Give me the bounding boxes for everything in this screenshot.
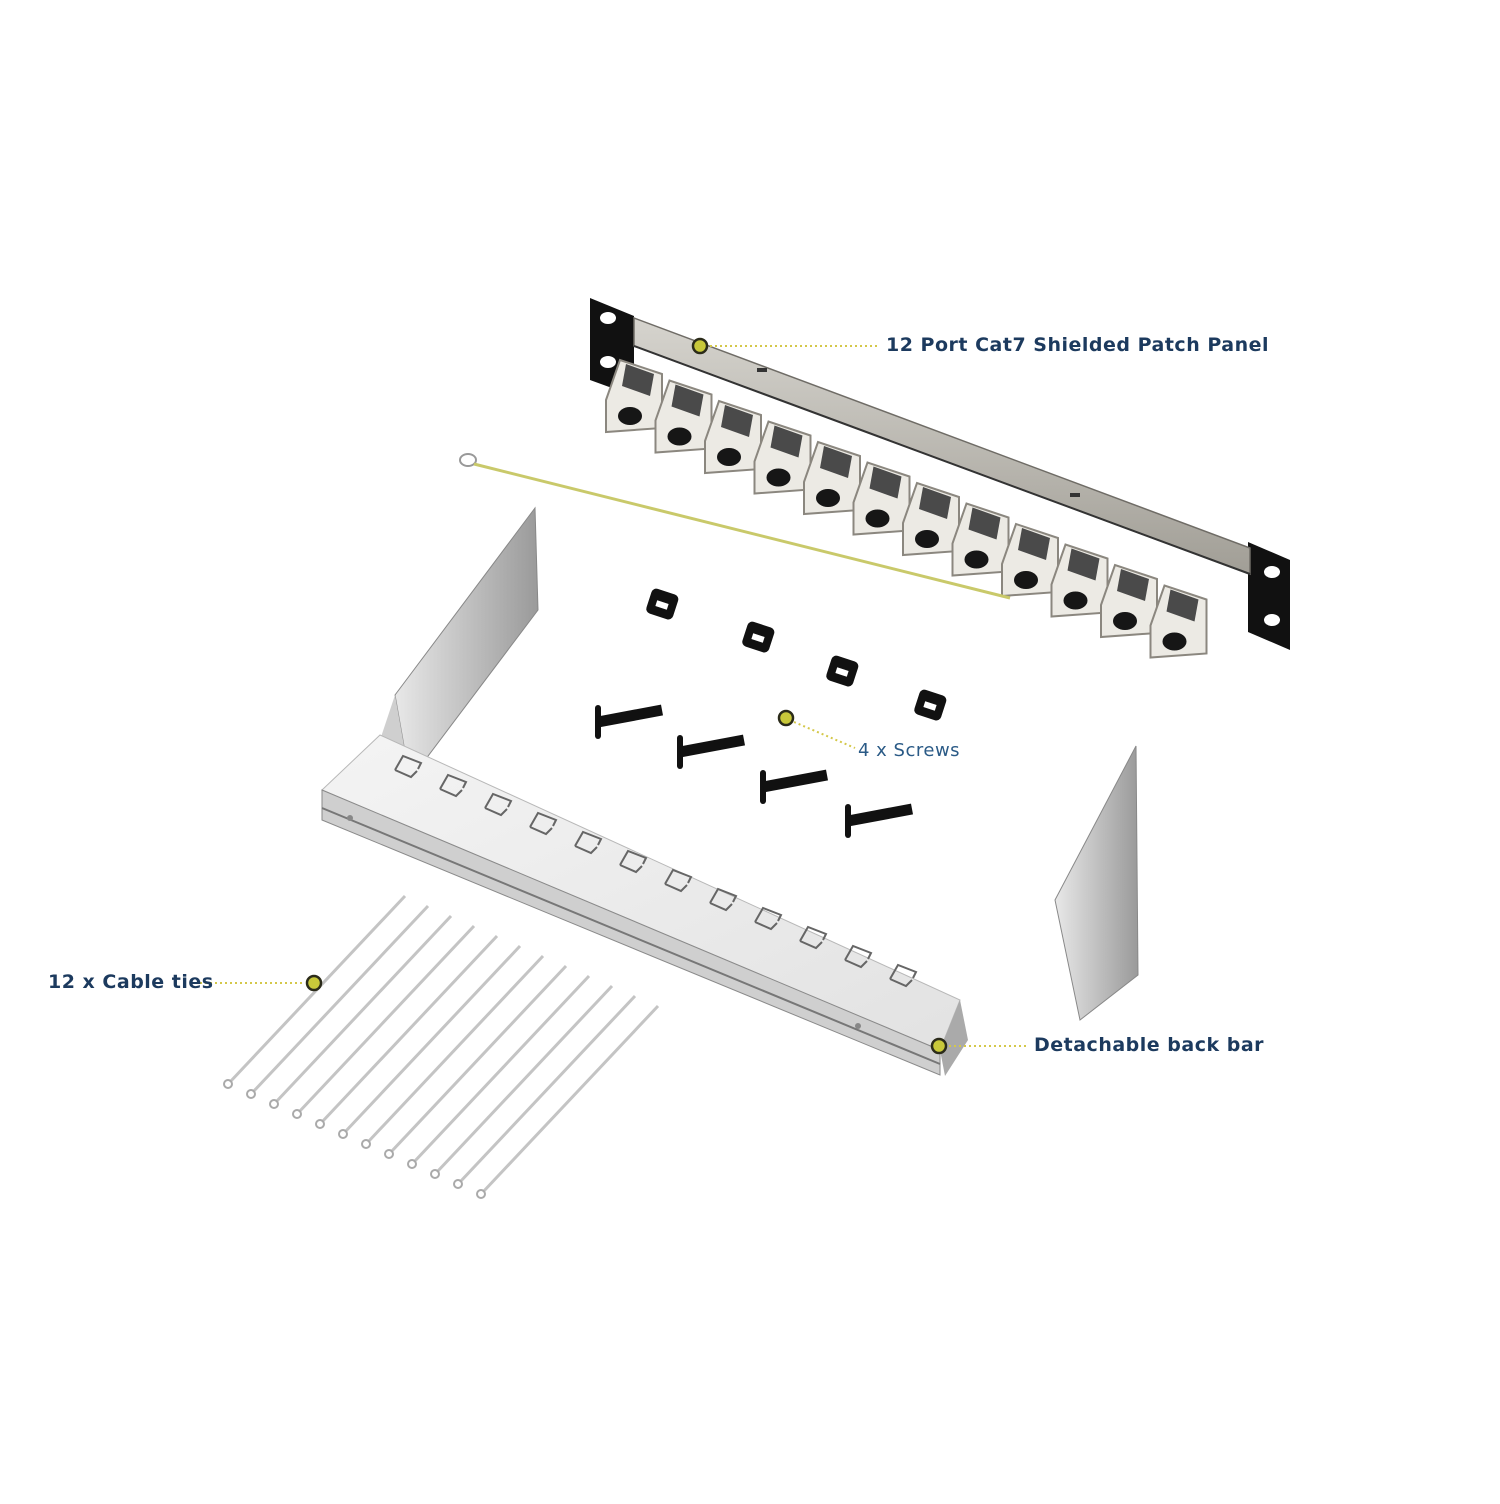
- cable-tie: [269, 914, 453, 1109]
- screw: [760, 769, 829, 804]
- cable-tie: [292, 924, 476, 1119]
- cage-nut: [742, 621, 775, 653]
- screw: [677, 734, 746, 769]
- rj45-port: [753, 420, 812, 495]
- callout-lines: [200, 345, 1028, 1047]
- callout-dot-back-bar: [930, 1037, 948, 1055]
- cable-tie: [246, 904, 430, 1099]
- tray-slot: [574, 830, 603, 855]
- screw: [595, 704, 664, 739]
- callout-dot-patch-panel: [691, 337, 709, 355]
- rj45-port: [951, 502, 1010, 577]
- label-back-bar: Detachable back bar: [1034, 1034, 1265, 1056]
- tray-slot: [619, 849, 648, 874]
- back-bar-tray: [321, 506, 1139, 1076]
- cable-tie: [384, 964, 568, 1159]
- label-screws: 4 x Screws: [858, 740, 961, 761]
- rj45-port: [1050, 543, 1109, 618]
- screw: [845, 803, 914, 838]
- rj45-port: [654, 379, 713, 454]
- cage-nut: [646, 588, 679, 620]
- tray-slot: [484, 792, 513, 817]
- tray-slot: [844, 944, 873, 969]
- cable-tie: [315, 934, 499, 1129]
- rj45-port: [902, 481, 960, 557]
- rj45-port: [803, 440, 861, 516]
- cable-tie: [361, 954, 545, 1149]
- screws: [595, 704, 914, 838]
- cable-tie: [476, 1004, 660, 1199]
- cage-nuts: [646, 588, 947, 721]
- tray-slot: [439, 773, 468, 798]
- rj45-port: [1100, 563, 1158, 639]
- tray-slot: [889, 963, 918, 988]
- cable-tie: [407, 974, 591, 1169]
- cable-tie: [338, 944, 522, 1139]
- cage-nut: [914, 689, 947, 721]
- tray-slot: [799, 925, 828, 950]
- ground-wire: [459, 453, 1011, 600]
- rj45-port: [605, 358, 663, 434]
- rj45-port: [1149, 584, 1208, 659]
- label-cable-ties: 12 x Cable ties: [48, 971, 214, 993]
- right-rack-ear: [1248, 542, 1290, 650]
- tray-slot: [709, 887, 738, 912]
- rj45-port: [852, 461, 911, 536]
- tray-slot: [754, 906, 783, 931]
- tray-slot: [529, 811, 558, 836]
- rj45-port: [1001, 522, 1059, 598]
- rj45-port: [704, 399, 762, 475]
- tray-slot: [394, 754, 423, 779]
- cage-nut: [826, 655, 859, 687]
- label-patch-panel: 12 Port Cat7 Shielded Patch Panel: [886, 334, 1269, 356]
- cable-tie: [453, 994, 637, 1189]
- callout-dot-cable-ties: [305, 974, 323, 992]
- callout-dots: [305, 337, 948, 1055]
- cable-ties: [223, 894, 660, 1199]
- tray-slot: [664, 868, 693, 893]
- callout-dot-screws: [777, 709, 795, 727]
- patch-panel: [590, 298, 1290, 659]
- cable-tie: [430, 984, 614, 1179]
